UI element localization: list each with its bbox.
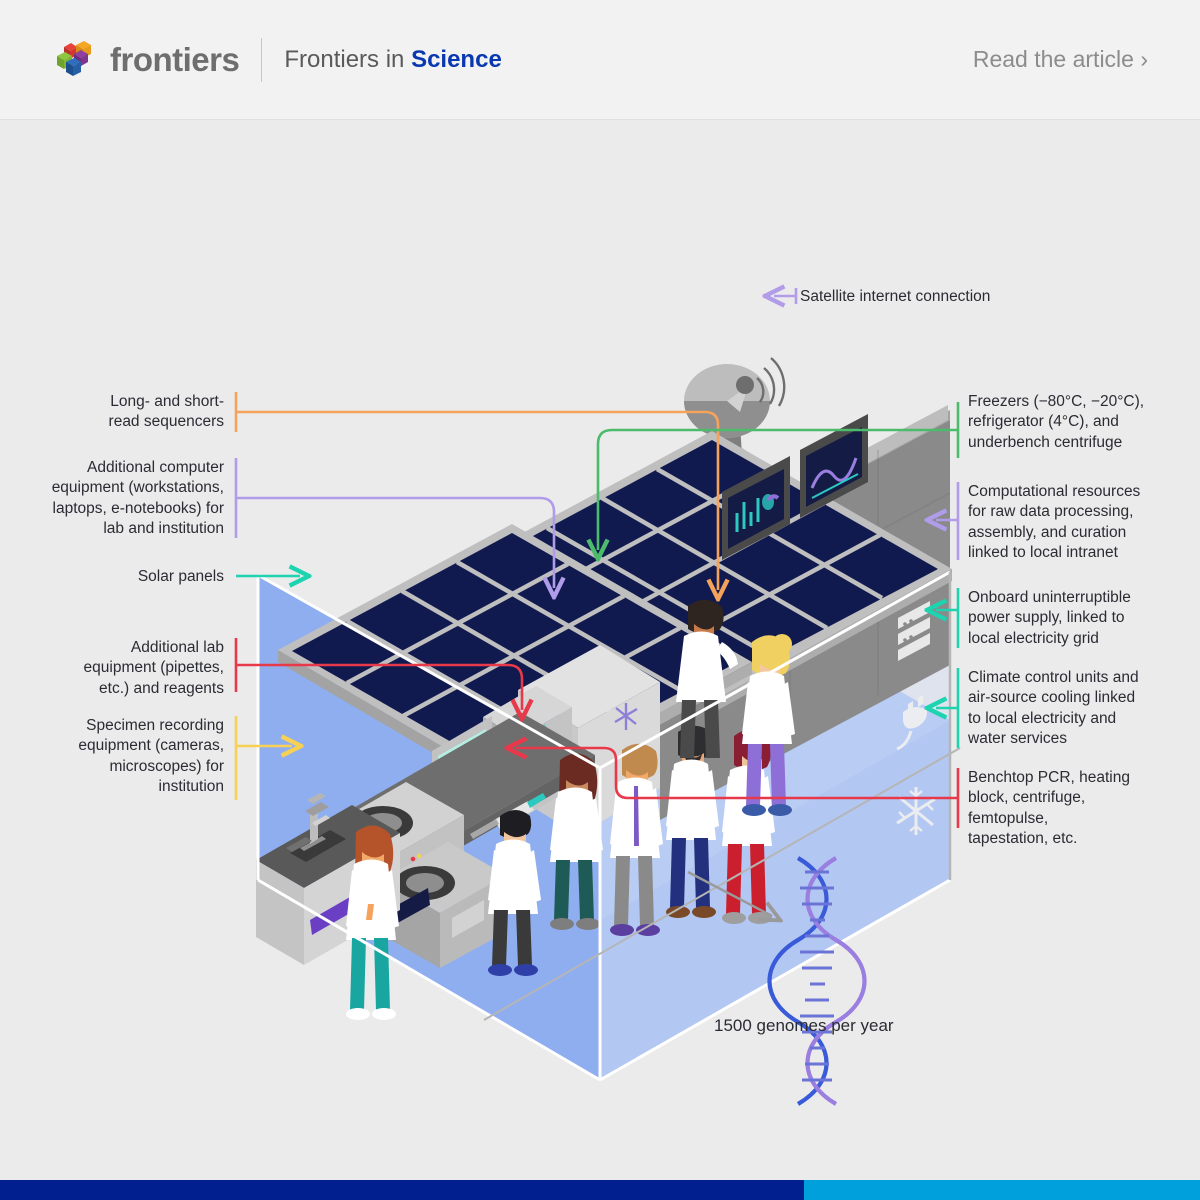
- wall-monitor-1: [722, 456, 790, 560]
- publication-title: Frontiers in Science: [284, 46, 501, 74]
- scientist-7: [742, 634, 795, 816]
- dna-double-helix: [767, 856, 867, 1106]
- scene-svg: [234, 120, 961, 1106]
- label-climate-control: Climate control units and air-source coo…: [968, 669, 1139, 748]
- page-header: frontiers Frontiers in Science Read the …: [0, 0, 1200, 120]
- connector-climate-control: [936, 668, 960, 748]
- scientist-6: [676, 599, 738, 758]
- wall-monitor-2: [800, 414, 868, 518]
- connector-computer-equipment: [234, 458, 554, 588]
- connector-satellite: [774, 288, 798, 304]
- publication-accent: Science: [411, 45, 502, 73]
- freezer-snowflake: [614, 703, 638, 730]
- header-divider: [261, 37, 263, 82]
- scientist-8: [346, 825, 399, 1020]
- snowflake-icon: [896, 787, 936, 835]
- label-computer-equipment: Additional computer equipment (workstati…: [51, 459, 224, 538]
- label-ups: Onboard uninterruptible power supply, li…: [968, 589, 1131, 647]
- connector-freezers: [598, 402, 960, 550]
- label-satellite-internet: Satellite internet connection: [800, 288, 991, 305]
- server-rack-icon: [898, 601, 930, 661]
- connector-computational-resources: [936, 482, 960, 560]
- label-lab-equipment: Additional lab equipment (pipettes, etc.…: [83, 639, 224, 697]
- label-specimen-recording: Specimen recording equipment (cameras, m…: [78, 717, 224, 796]
- floor-projection: [483, 747, 961, 1021]
- power-plug-icon: [896, 695, 928, 751]
- frontiers-cubes-logo-icon: [52, 38, 96, 82]
- floor-front-right: [600, 720, 950, 1080]
- footer-color-bar: [0, 1180, 1200, 1200]
- label-freezers: Freezers (−80°C, −20°C), refrigerator (4…: [968, 393, 1145, 451]
- publication-prefix: Frontiers in: [284, 45, 412, 73]
- label-solar-panels: Solar panels: [137, 568, 224, 585]
- throughput-arrow: [687, 870, 772, 916]
- footer-navy-segment: [0, 1180, 804, 1200]
- connector-benchtop-pcr: [516, 748, 960, 828]
- connector-specimen-recording: [234, 716, 292, 800]
- connector-ups: [936, 588, 960, 648]
- label-computational-resources: Computational resources for raw data pro…: [968, 483, 1141, 562]
- brand-block[interactable]: frontiers: [52, 38, 240, 82]
- wordmark: frontiers: [110, 40, 240, 78]
- scientist-1: [488, 810, 541, 976]
- scientist-2: [550, 753, 603, 930]
- microscope: [286, 793, 346, 862]
- scientist-4: [666, 725, 719, 918]
- connector-sequencers: [234, 392, 718, 590]
- read-article-link[interactable]: Read the article ›: [972, 46, 1148, 72]
- infographic-canvas: Long- and short- read sequencers Additio…: [0, 120, 1200, 1180]
- room-edges: [256, 570, 951, 1082]
- connector-lab-equipment: [234, 638, 522, 710]
- isometric-lab-scene: Long- and short- read sequencers Additio…: [0, 120, 1200, 1180]
- label-sequencers: Long- and short- read sequencers: [108, 393, 224, 431]
- footer-cyan-segment: [804, 1180, 1200, 1200]
- label-benchtop-pcr: Benchtop PCR, heating block, centrifuge,…: [968, 769, 1130, 848]
- caption-genomes-per-year: 1500 genomes per year: [714, 1016, 894, 1035]
